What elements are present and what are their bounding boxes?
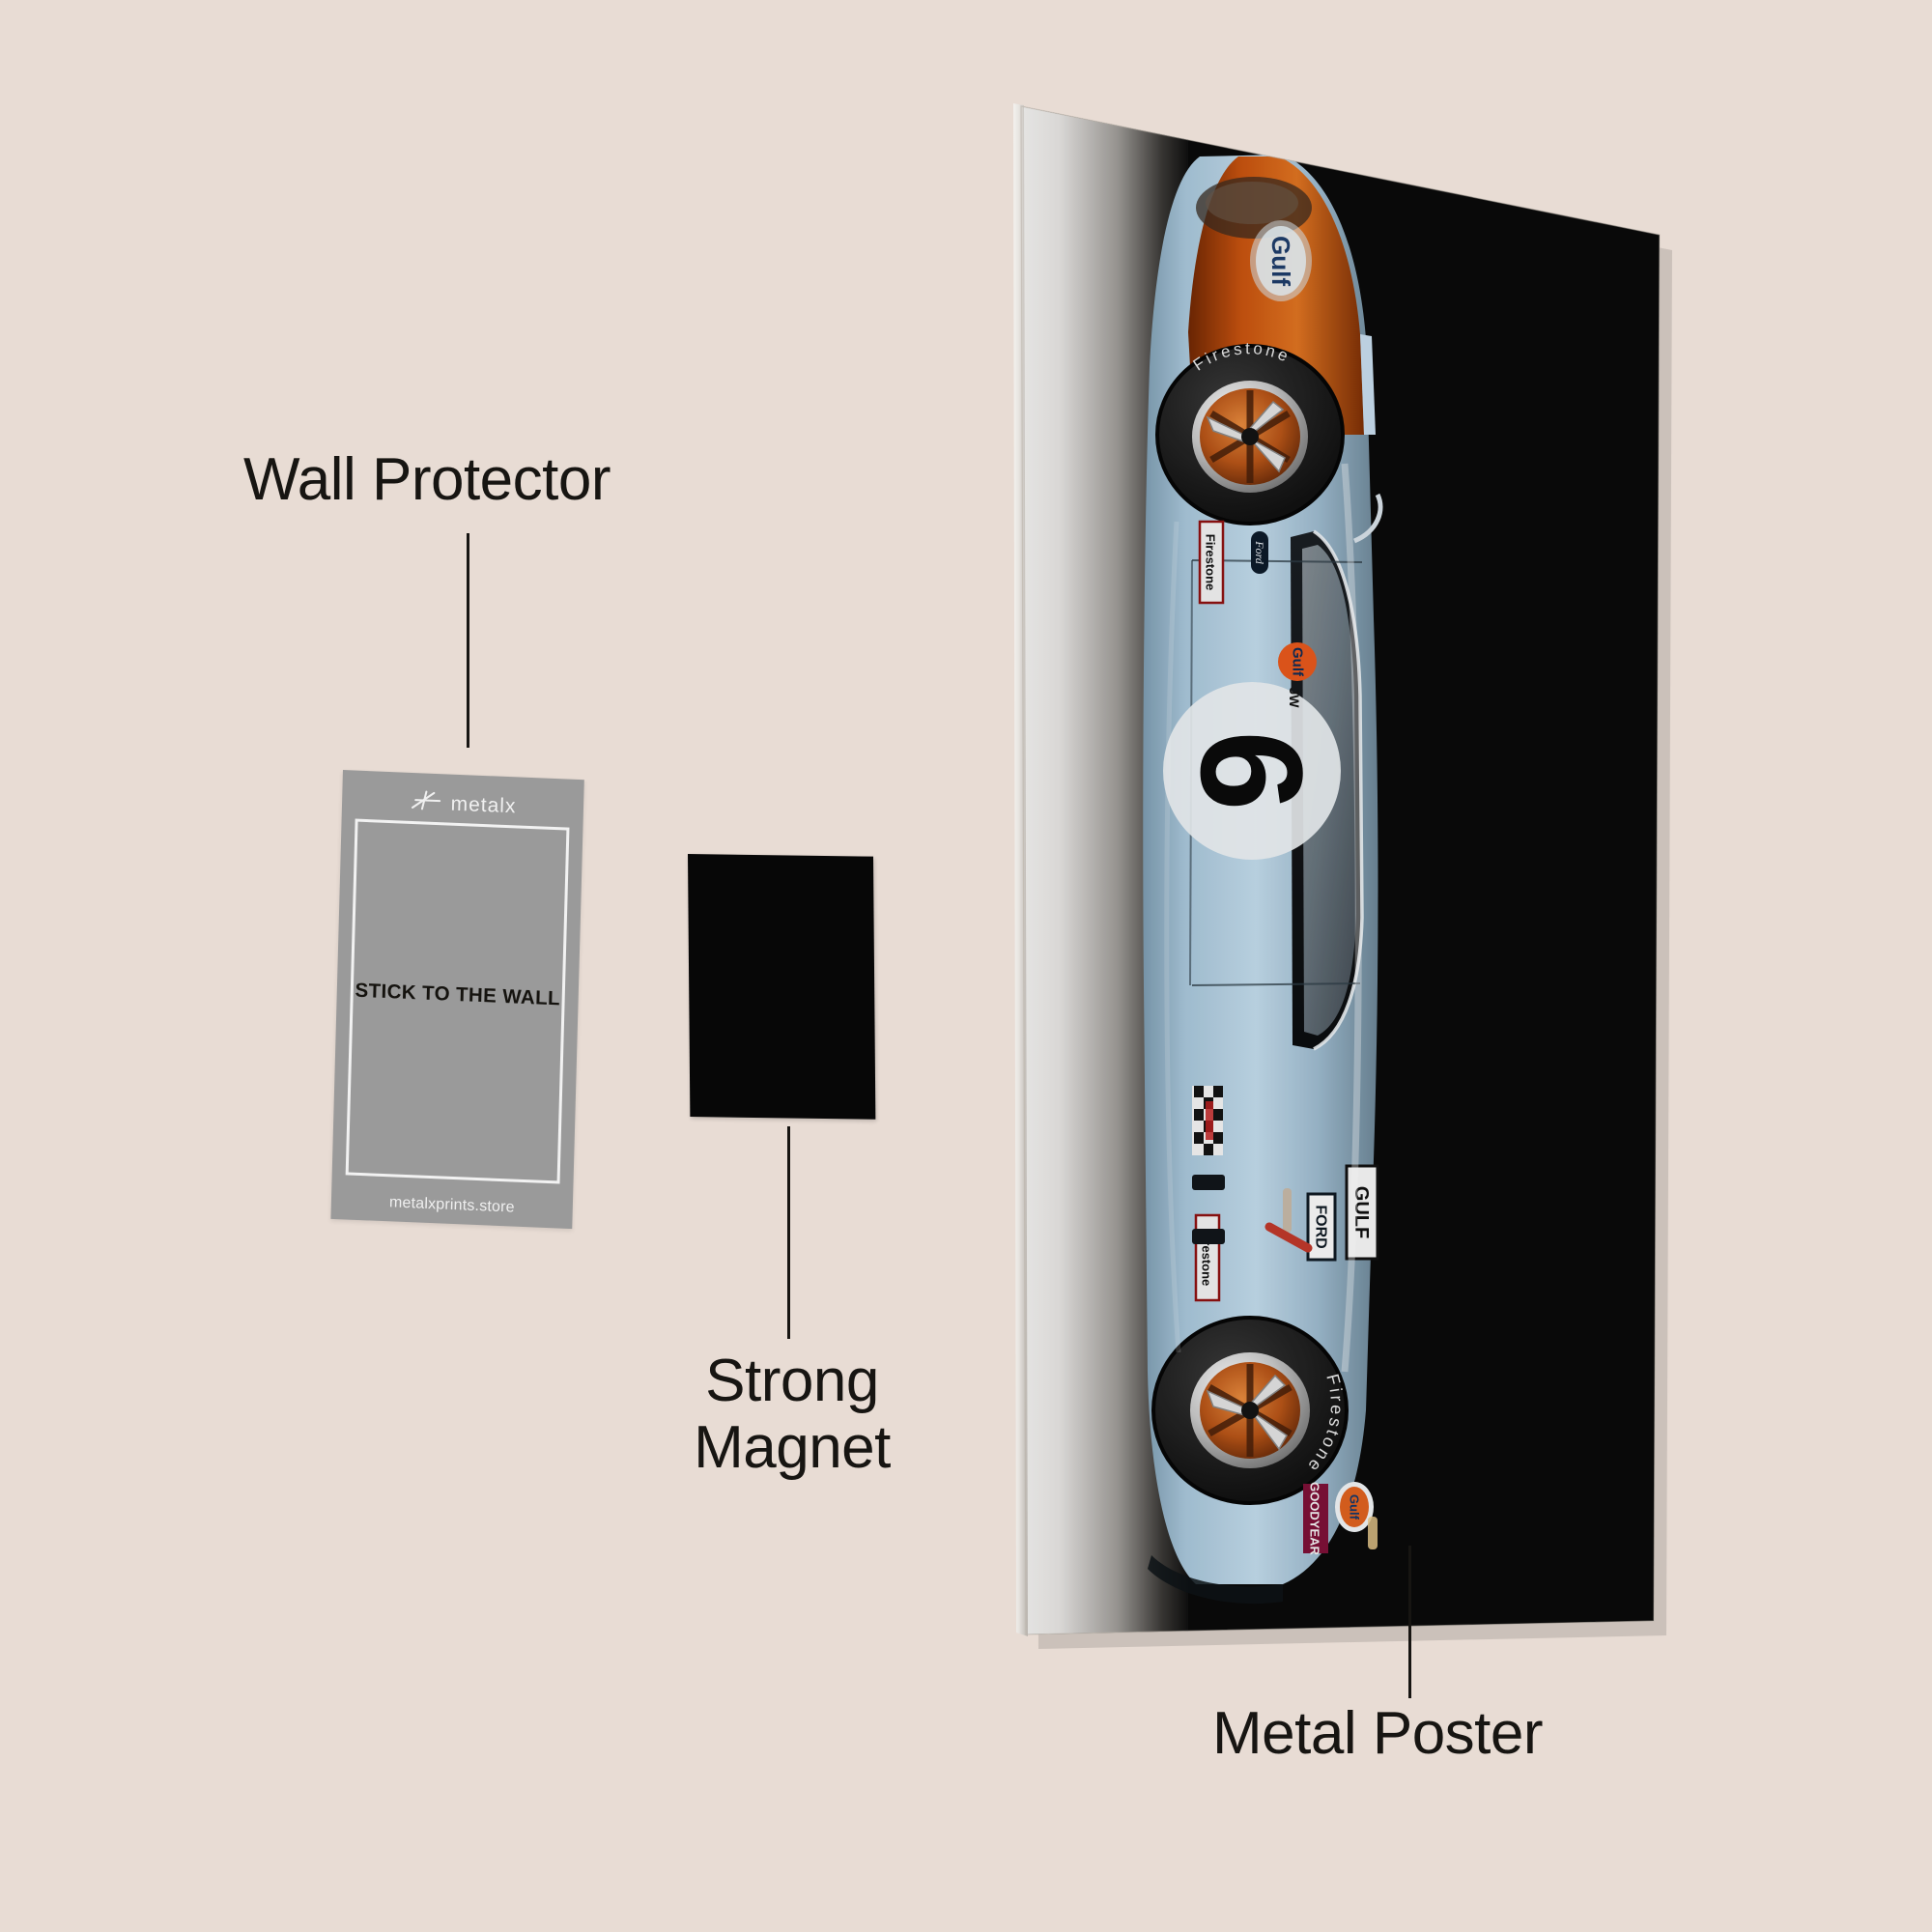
metalx-cross-icon — [409, 788, 442, 817]
svg-text:Ford: Ford — [1253, 540, 1266, 565]
label-metal-poster: Metal Poster — [1212, 1700, 1544, 1767]
svg-text:Gulf: Gulf — [1290, 647, 1306, 677]
svg-text:Gulf: Gulf — [1348, 1494, 1362, 1520]
metalx-logo-text: metalx — [450, 792, 517, 817]
svg-text:6: 6 — [1171, 730, 1333, 810]
svg-text:Firestone: Firestone — [1200, 1230, 1214, 1287]
svg-text:Firestone: Firestone — [1190, 339, 1293, 374]
wall-protector-card: metalx STICK TO THE WALL metalxprints.st… — [330, 770, 584, 1230]
metalx-logo: metalx — [342, 785, 584, 823]
svg-text:GOODYEAR: GOODYEAR — [1308, 1482, 1322, 1555]
label-wall-protector: Wall Protector — [243, 446, 611, 513]
label-strong-magnet: Strong Magnet — [694, 1348, 891, 1482]
leader-line-strong-magnet — [787, 1126, 790, 1339]
svg-text:FORD: FORD — [1313, 1205, 1329, 1248]
leader-line-wall-protector — [467, 533, 469, 748]
svg-text:GULF: GULF — [1350, 1186, 1372, 1238]
svg-text:Gulf: Gulf — [1266, 236, 1295, 286]
svg-text:Firestone: Firestone — [1204, 534, 1218, 591]
leader-line-metal-poster — [1408, 1546, 1411, 1698]
svg-text:Firestone: Firestone — [1302, 1372, 1347, 1477]
strong-magnet-square — [688, 854, 876, 1120]
store-url-text: metalxprints.store — [388, 1194, 515, 1216]
svg-text:JW: JW — [1287, 688, 1302, 709]
